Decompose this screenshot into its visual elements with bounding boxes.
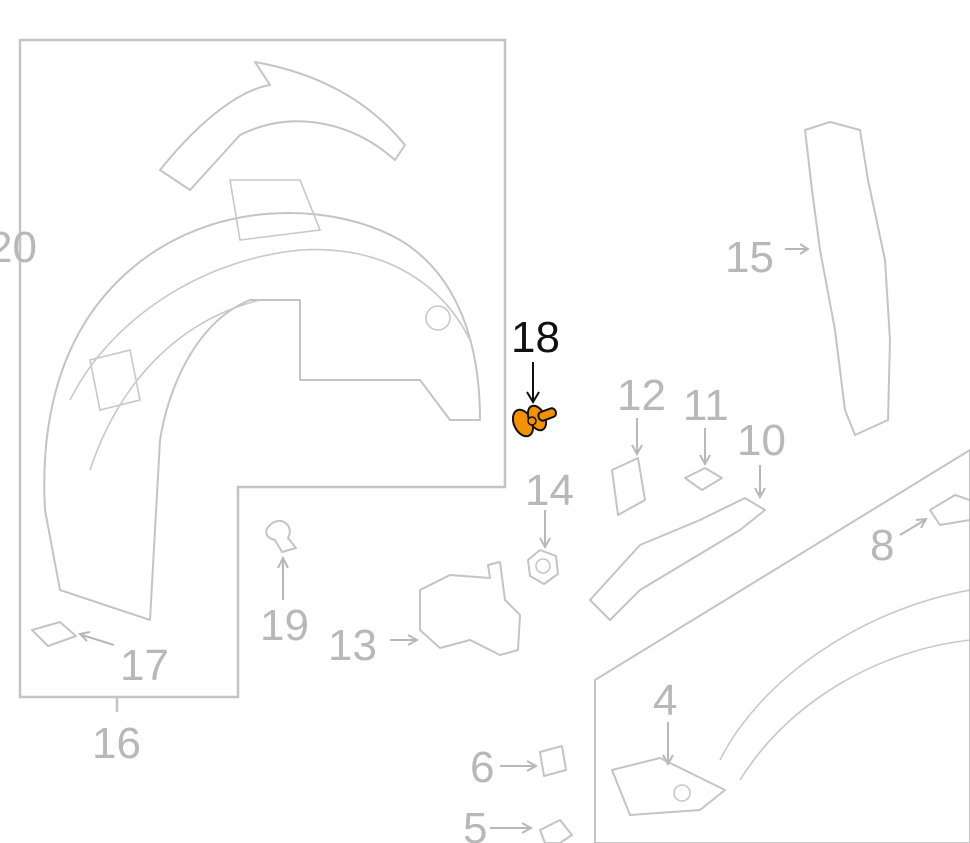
callout-arrows — [77, 243, 928, 834]
part-splash-upper[interactable] — [159, 61, 406, 191]
callout-8: 8 — [870, 521, 894, 570]
callout-19: 19 — [260, 601, 309, 650]
part-14-nut[interactable] — [527, 549, 559, 585]
part-16-fender-liner[interactable] — [43, 212, 481, 621]
callout-11: 11 — [683, 381, 729, 430]
part-15-panel[interactable] — [804, 121, 891, 436]
callout-12: 12 — [617, 371, 666, 420]
part-10-reinforcement[interactable] — [589, 497, 766, 621]
group-box-16 — [18, 38, 507, 699]
part-18-clip-highlighted[interactable] — [509, 403, 558, 440]
part-17-clip[interactable] — [31, 621, 77, 647]
part-8-bracket[interactable] — [929, 494, 970, 526]
part-fender[interactable] — [594, 449, 970, 843]
callout-13: 13 — [328, 621, 377, 670]
part-11-clip[interactable] — [684, 467, 723, 491]
callout-18: 18 — [511, 313, 560, 362]
callout-5: 5 — [463, 804, 487, 843]
callout-20: 20 — [0, 223, 37, 272]
part-6-clip[interactable] — [539, 745, 567, 777]
callout-10: 10 — [737, 416, 786, 465]
part-13-bracket[interactable] — [419, 561, 521, 656]
part-5-clip[interactable] — [539, 819, 573, 843]
callout-16: 16 — [92, 719, 141, 768]
part-19-pin[interactable] — [265, 519, 297, 553]
callout-14: 14 — [525, 466, 574, 515]
callout-4: 4 — [653, 676, 677, 725]
callout-17: 17 — [120, 641, 169, 690]
callout-6: 6 — [470, 743, 494, 792]
part-4-bracket[interactable] — [611, 757, 726, 816]
part-12-plate[interactable] — [611, 457, 646, 516]
callout-15: 15 — [725, 233, 774, 282]
